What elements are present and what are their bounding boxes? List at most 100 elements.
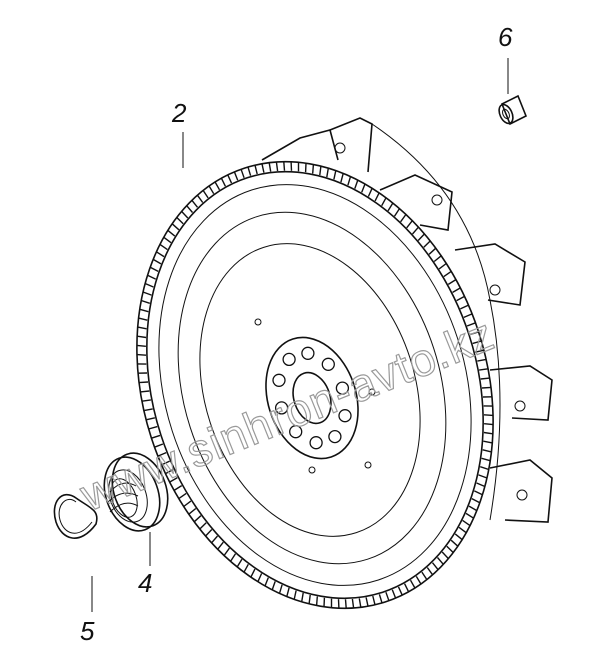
gear-tooth [278,584,283,594]
gear-tooth [460,304,469,310]
gear-tooth [275,161,279,172]
hub-bolt-hole [282,352,296,367]
gear-tooth [148,425,158,430]
gear-tooth [165,468,174,475]
gear-tooth [145,417,156,421]
gear-tooth [456,295,465,302]
pilot-bearing [103,452,169,532]
gear-tooth [446,545,454,553]
gear-tooth [176,217,184,225]
gear-tooth [465,512,474,519]
gear-tooth [482,449,492,453]
gear-tooth [136,353,147,356]
gear-tooth [406,220,413,229]
gear-tooth [283,161,286,171]
gear-tooth [233,171,239,181]
gear-tooth [411,226,419,235]
gear-tooth [157,451,167,457]
gear-tooth [286,587,290,597]
gear-tooth [261,163,265,173]
gear-tooth [438,262,447,270]
gear-tooth [247,166,252,176]
hub-bolt-hole [321,357,335,371]
gear-tooth [144,282,154,288]
gear-tooth [138,381,149,384]
gear-tooth [161,460,170,466]
hub-bolt-hole [301,346,315,360]
gear-tooth [340,173,344,183]
gear-tooth [139,308,149,313]
gear-tooth [372,595,376,605]
gear-tooth [365,597,369,607]
hub-bolt-hole [328,429,342,444]
gear-tooth [143,408,153,412]
gear-tooth [193,515,202,523]
hub-bolt-hole [335,381,350,395]
gear-tooth [478,474,488,479]
ring-gear-teeth [136,161,494,609]
leader-lines [91,58,509,612]
gear-tooth [479,466,490,471]
gear-tooth [333,170,337,180]
gear-tooth [474,490,483,496]
gear-tooth [466,322,476,327]
gear-tooth [214,181,221,191]
gear-tooth [426,567,434,576]
gear-tooth [243,563,249,573]
gear-tooth [154,443,164,448]
gear-tooth [250,568,256,578]
gear-tooth [378,594,383,604]
gear-tooth [138,317,148,321]
gear-tooth [140,390,150,393]
gear-tooth [308,594,311,604]
gear-tooth [208,185,215,195]
gear-tooth [191,199,199,208]
gear-tooth [385,591,390,601]
gear-tooth [441,551,449,560]
gear-tooth [374,192,380,202]
gear-tooth [483,431,493,435]
gear-tooth [156,251,165,258]
gear-tooth [152,258,162,265]
gear-tooth [147,274,156,280]
gear-tooth [381,197,387,207]
callout-part-2: 2 [171,98,187,128]
gear-tooth [433,255,442,263]
gear-tooth [173,485,183,491]
gear-tooth [137,335,147,339]
gear-tooth [403,583,410,593]
callout-part-6: 6 [498,22,513,52]
gear-tooth [326,168,329,178]
gear-tooth [428,247,437,255]
gear-tooth [264,577,269,587]
gear-tooth [471,497,481,504]
gear-tooth [481,386,492,389]
gear-tooth [178,492,187,500]
gear-tooth [186,205,194,213]
hub-bolt-hole [272,373,286,387]
gear-tooth [271,581,276,591]
gear-tooth [452,287,461,294]
gear-tooth [367,188,373,197]
gear-tooth [151,434,161,439]
gear-tooth [478,368,489,371]
gear-tooth [415,575,422,585]
snap-ring [53,493,98,539]
gear-tooth [469,331,479,336]
gear-tooth [483,414,494,417]
gear-tooth [443,270,452,278]
gear-tooth [230,553,237,562]
gear-tooth [223,547,230,556]
gear-tooth [393,208,400,217]
gear-tooth [254,165,258,175]
gear-tooth [141,399,152,402]
gear-tooth [397,586,403,596]
gear-tooth [136,344,146,347]
hub-bolt-hole [289,425,303,439]
callout-part-5: 5 [80,616,95,646]
gear-tooth [480,377,490,380]
gear-tooth [319,166,322,176]
gear-tooth [202,190,209,199]
gear-tooth [159,243,168,251]
